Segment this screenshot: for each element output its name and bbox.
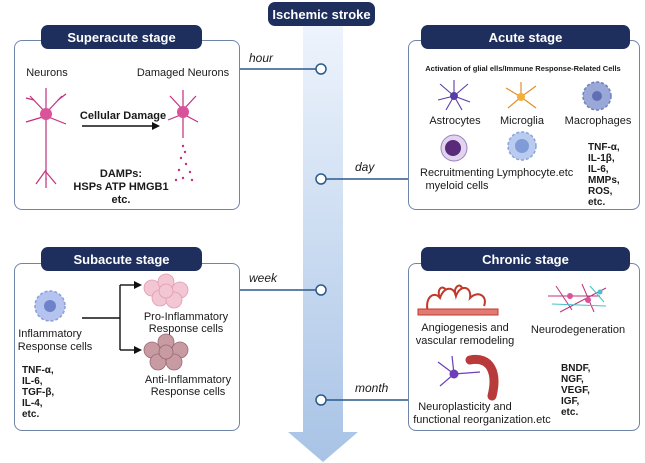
lymphocyte-label: Lymphocyte.etc	[496, 167, 574, 179]
acute-cytokine-6: etc.	[588, 197, 606, 208]
acute-panel	[408, 40, 640, 210]
neuroplasticity-vessel-icon	[465, 354, 499, 401]
dot-hour	[315, 63, 327, 75]
macrophages-label: Macrophages	[564, 115, 632, 127]
damps-title: DAMPs:	[99, 168, 143, 180]
label-day: day	[355, 160, 375, 174]
damps-etc: etc.	[111, 194, 131, 206]
inflammatory-label-line1: Inflammatory	[18, 328, 82, 340]
acute-cytokine-3: IL-6,	[588, 164, 609, 175]
cellular-damage-label: Cellular Damage	[79, 110, 167, 122]
superacute-header: Superacute stage	[41, 25, 202, 49]
acute-cytokine-1: TNF-α,	[588, 142, 620, 153]
angiogenesis-label-line1: Angiogenesis and	[421, 322, 509, 334]
acute-subtitle: Activation of glial ells/Immune Response…	[425, 64, 621, 73]
astrocytes-label: Astrocytes	[429, 115, 481, 127]
title-banner: Ischemic stroke	[268, 2, 375, 26]
microglia-label: Microglia	[499, 115, 544, 127]
anti-inflammatory-label-line2: Response cells	[150, 386, 226, 398]
subacute-cytokine-5: etc.	[22, 409, 40, 420]
pro-inflammatory-label-line2: Response cells	[148, 323, 224, 335]
neuroplasticity-label-line1: Neuroplasticity and	[418, 401, 512, 413]
chronic-factor-2: NGF,	[561, 374, 584, 385]
angiogenesis-label-line2: vascular remodeling	[415, 335, 515, 347]
neurons-label: Neurons	[26, 67, 68, 79]
chronic-factor-3: VEGF,	[561, 385, 590, 396]
chronic-header: Chronic stage	[421, 247, 630, 271]
subacute-cytokine-1: TNF-α,	[22, 365, 54, 376]
anti-inflammatory-label-line1: Anti-Inflammatory	[144, 374, 232, 386]
neuroplasticity-label-line2: functional reorganization.etc	[413, 414, 551, 426]
pro-inflammatory-label-line1: Pro-Inflammatory	[143, 311, 229, 323]
dot-month	[315, 394, 327, 406]
damage-fragments	[174, 144, 194, 182]
inflammatory-label-line2: Response cells	[17, 341, 93, 353]
chronic-factor-1: BNDF,	[561, 363, 591, 374]
acute-header: Acute stage	[421, 25, 630, 49]
chronic-factor-5: etc.	[561, 407, 579, 418]
subacute-cytokine-2: IL-6,	[22, 376, 43, 387]
pro-inflammatory-cells-icon	[143, 273, 189, 309]
myeloid-label-line1: Recruitmenting	[420, 167, 494, 179]
dot-week	[315, 284, 327, 296]
acute-cytokine-5: ROS,	[588, 186, 613, 197]
label-hour: hour	[249, 51, 274, 65]
neurodegeneration-icon	[548, 283, 607, 313]
neurodegeneration-label: Neurodegeneration	[530, 324, 626, 336]
superacute-panel	[14, 40, 240, 210]
subacute-header: Subacute stage	[41, 247, 202, 271]
myeloid-label-line2: myeloid cells	[425, 180, 489, 192]
chronic-factor-4: IGF,	[561, 396, 580, 407]
acute-cytokine-2: IL-1β,	[588, 153, 615, 164]
subacute-cytokine-4: IL-4,	[22, 398, 43, 409]
neuron-icon	[25, 88, 67, 188]
label-week: week	[249, 271, 278, 285]
damps-items: HSPs ATP HMGB1	[73, 181, 169, 193]
timeline-arrow	[288, 22, 358, 462]
label-month: month	[355, 381, 389, 395]
subacute-cytokine-3: TGF-β,	[22, 387, 55, 398]
dot-day	[315, 173, 327, 185]
angiogenesis-icon	[418, 284, 498, 313]
damaged-neurons-label: Damaged Neurons	[136, 67, 230, 79]
anti-inflammatory-cells-icon	[143, 333, 189, 371]
acute-cytokine-4: MMPs,	[588, 175, 620, 186]
